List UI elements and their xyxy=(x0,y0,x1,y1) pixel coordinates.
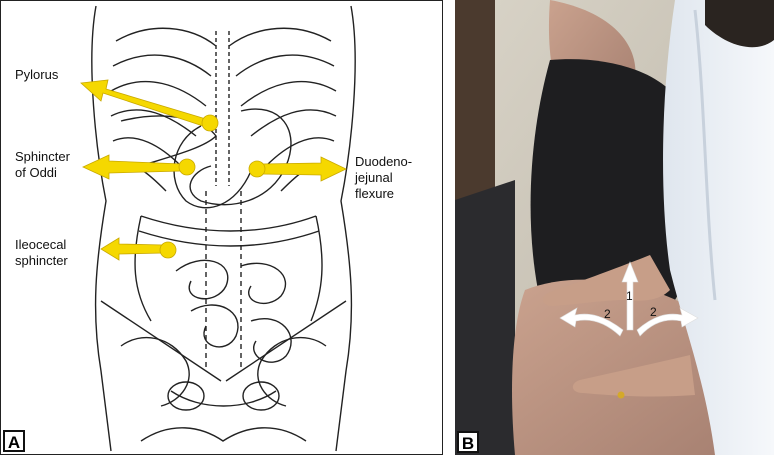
label-duodenojejunal-line2: jejunal xyxy=(355,170,412,186)
panel-a-letter: A xyxy=(3,430,25,452)
ileocecal-arrow xyxy=(101,238,164,260)
torso-line-drawing xyxy=(1,1,444,456)
label-ileocecal-line2: sphincter xyxy=(15,253,68,269)
manipulation-photo: 1 2 2 xyxy=(455,0,774,455)
ring-icon xyxy=(618,392,625,399)
panel-a-anatomy-diagram: Pylorus Sphincter of Oddi Duodeno- jejun… xyxy=(0,0,443,455)
arrow-label-2-left: 2 xyxy=(604,307,611,321)
label-ileocecal: Ileocecal sphincter xyxy=(15,237,68,269)
panel-b-letter: B xyxy=(457,431,479,453)
panel-b-photo: 1 2 2 B xyxy=(455,0,774,455)
pylorus-arrow xyxy=(81,80,206,126)
ileocecal-marker xyxy=(160,242,176,258)
label-duodenojejunal: Duodeno- jejunal flexure xyxy=(355,154,412,202)
pylorus-marker xyxy=(202,115,218,131)
label-duodenojejunal-line3: flexure xyxy=(355,186,412,202)
label-sphincter-oddi-line1: Sphincter xyxy=(15,149,70,165)
label-pylorus: Pylorus xyxy=(15,67,58,83)
duodenojejunal-arrow xyxy=(261,157,346,181)
label-sphincter-oddi-line2: of Oddi xyxy=(15,165,70,181)
arrow-label-2-right: 2 xyxy=(650,305,657,319)
label-ileocecal-line1: Ileocecal xyxy=(15,237,68,253)
duodenojejunal-marker xyxy=(249,161,265,177)
label-sphincter-oddi: Sphincter of Oddi xyxy=(15,149,70,181)
sphincter-oddi-marker xyxy=(179,159,195,175)
label-duodenojejunal-line1: Duodeno- xyxy=(355,154,412,170)
sphincter-oddi-arrow xyxy=(83,155,183,179)
arrow-label-1: 1 xyxy=(626,289,633,303)
